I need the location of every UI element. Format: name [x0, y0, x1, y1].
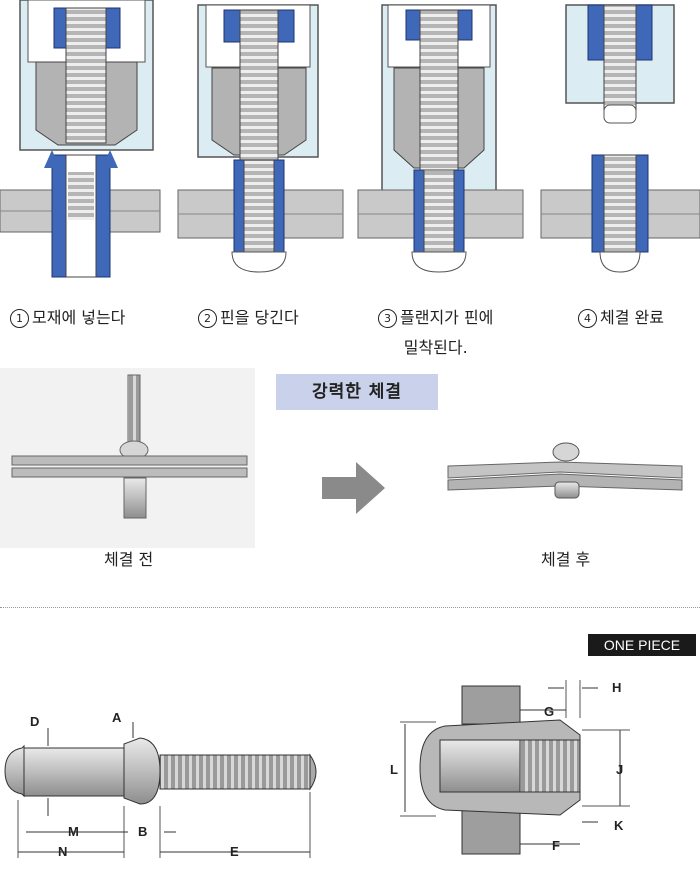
one-piece-badge: ONE PIECE — [588, 634, 696, 656]
step3-number: 3 — [378, 309, 397, 328]
step1-text: 모재에 넣는다 — [32, 308, 126, 327]
step1-number: 1 — [10, 309, 29, 328]
after-caption: 체결 후 — [541, 550, 591, 569]
dim-label-d: D — [30, 714, 40, 729]
step4-text: 체결 완료 — [600, 308, 664, 327]
step2-illustration — [177, 4, 344, 273]
step1-illustration — [0, 0, 161, 278]
dim-label-m: M — [68, 824, 79, 839]
dim-label-k: K — [614, 818, 624, 833]
step4-number: 4 — [578, 309, 597, 328]
pin-dimension-drawing — [4, 722, 317, 858]
before-fastening-photo — [0, 368, 255, 548]
dim-label-g: G — [544, 704, 555, 719]
step3-illustration — [357, 4, 524, 273]
dim-label-e: E — [230, 844, 239, 859]
step4-illustration — [540, 4, 700, 273]
step2-text: 핀을 당긴다 — [220, 308, 299, 327]
step2-number: 2 — [198, 309, 217, 328]
dim-label-h: H — [612, 680, 622, 695]
strong-fastening-banner: 강력한 체결 — [276, 374, 438, 410]
dim-label-b: B — [138, 824, 148, 839]
step3-text: 플랜지가 핀에 — [400, 308, 494, 327]
after-fastening-photo — [447, 442, 683, 499]
dim-label-l: L — [390, 762, 398, 777]
before-caption: 체결 전 — [104, 550, 154, 569]
section-divider — [0, 607, 700, 608]
dim-label-f: F — [552, 838, 560, 853]
dim-label-n: N — [58, 844, 68, 859]
dim-label-j: J — [616, 762, 624, 777]
collar-dimension-drawing — [400, 680, 630, 855]
step3-text-line2: 밀착된다. — [403, 338, 468, 357]
arrow-shape — [322, 462, 385, 514]
dim-label-a: A — [112, 710, 122, 725]
